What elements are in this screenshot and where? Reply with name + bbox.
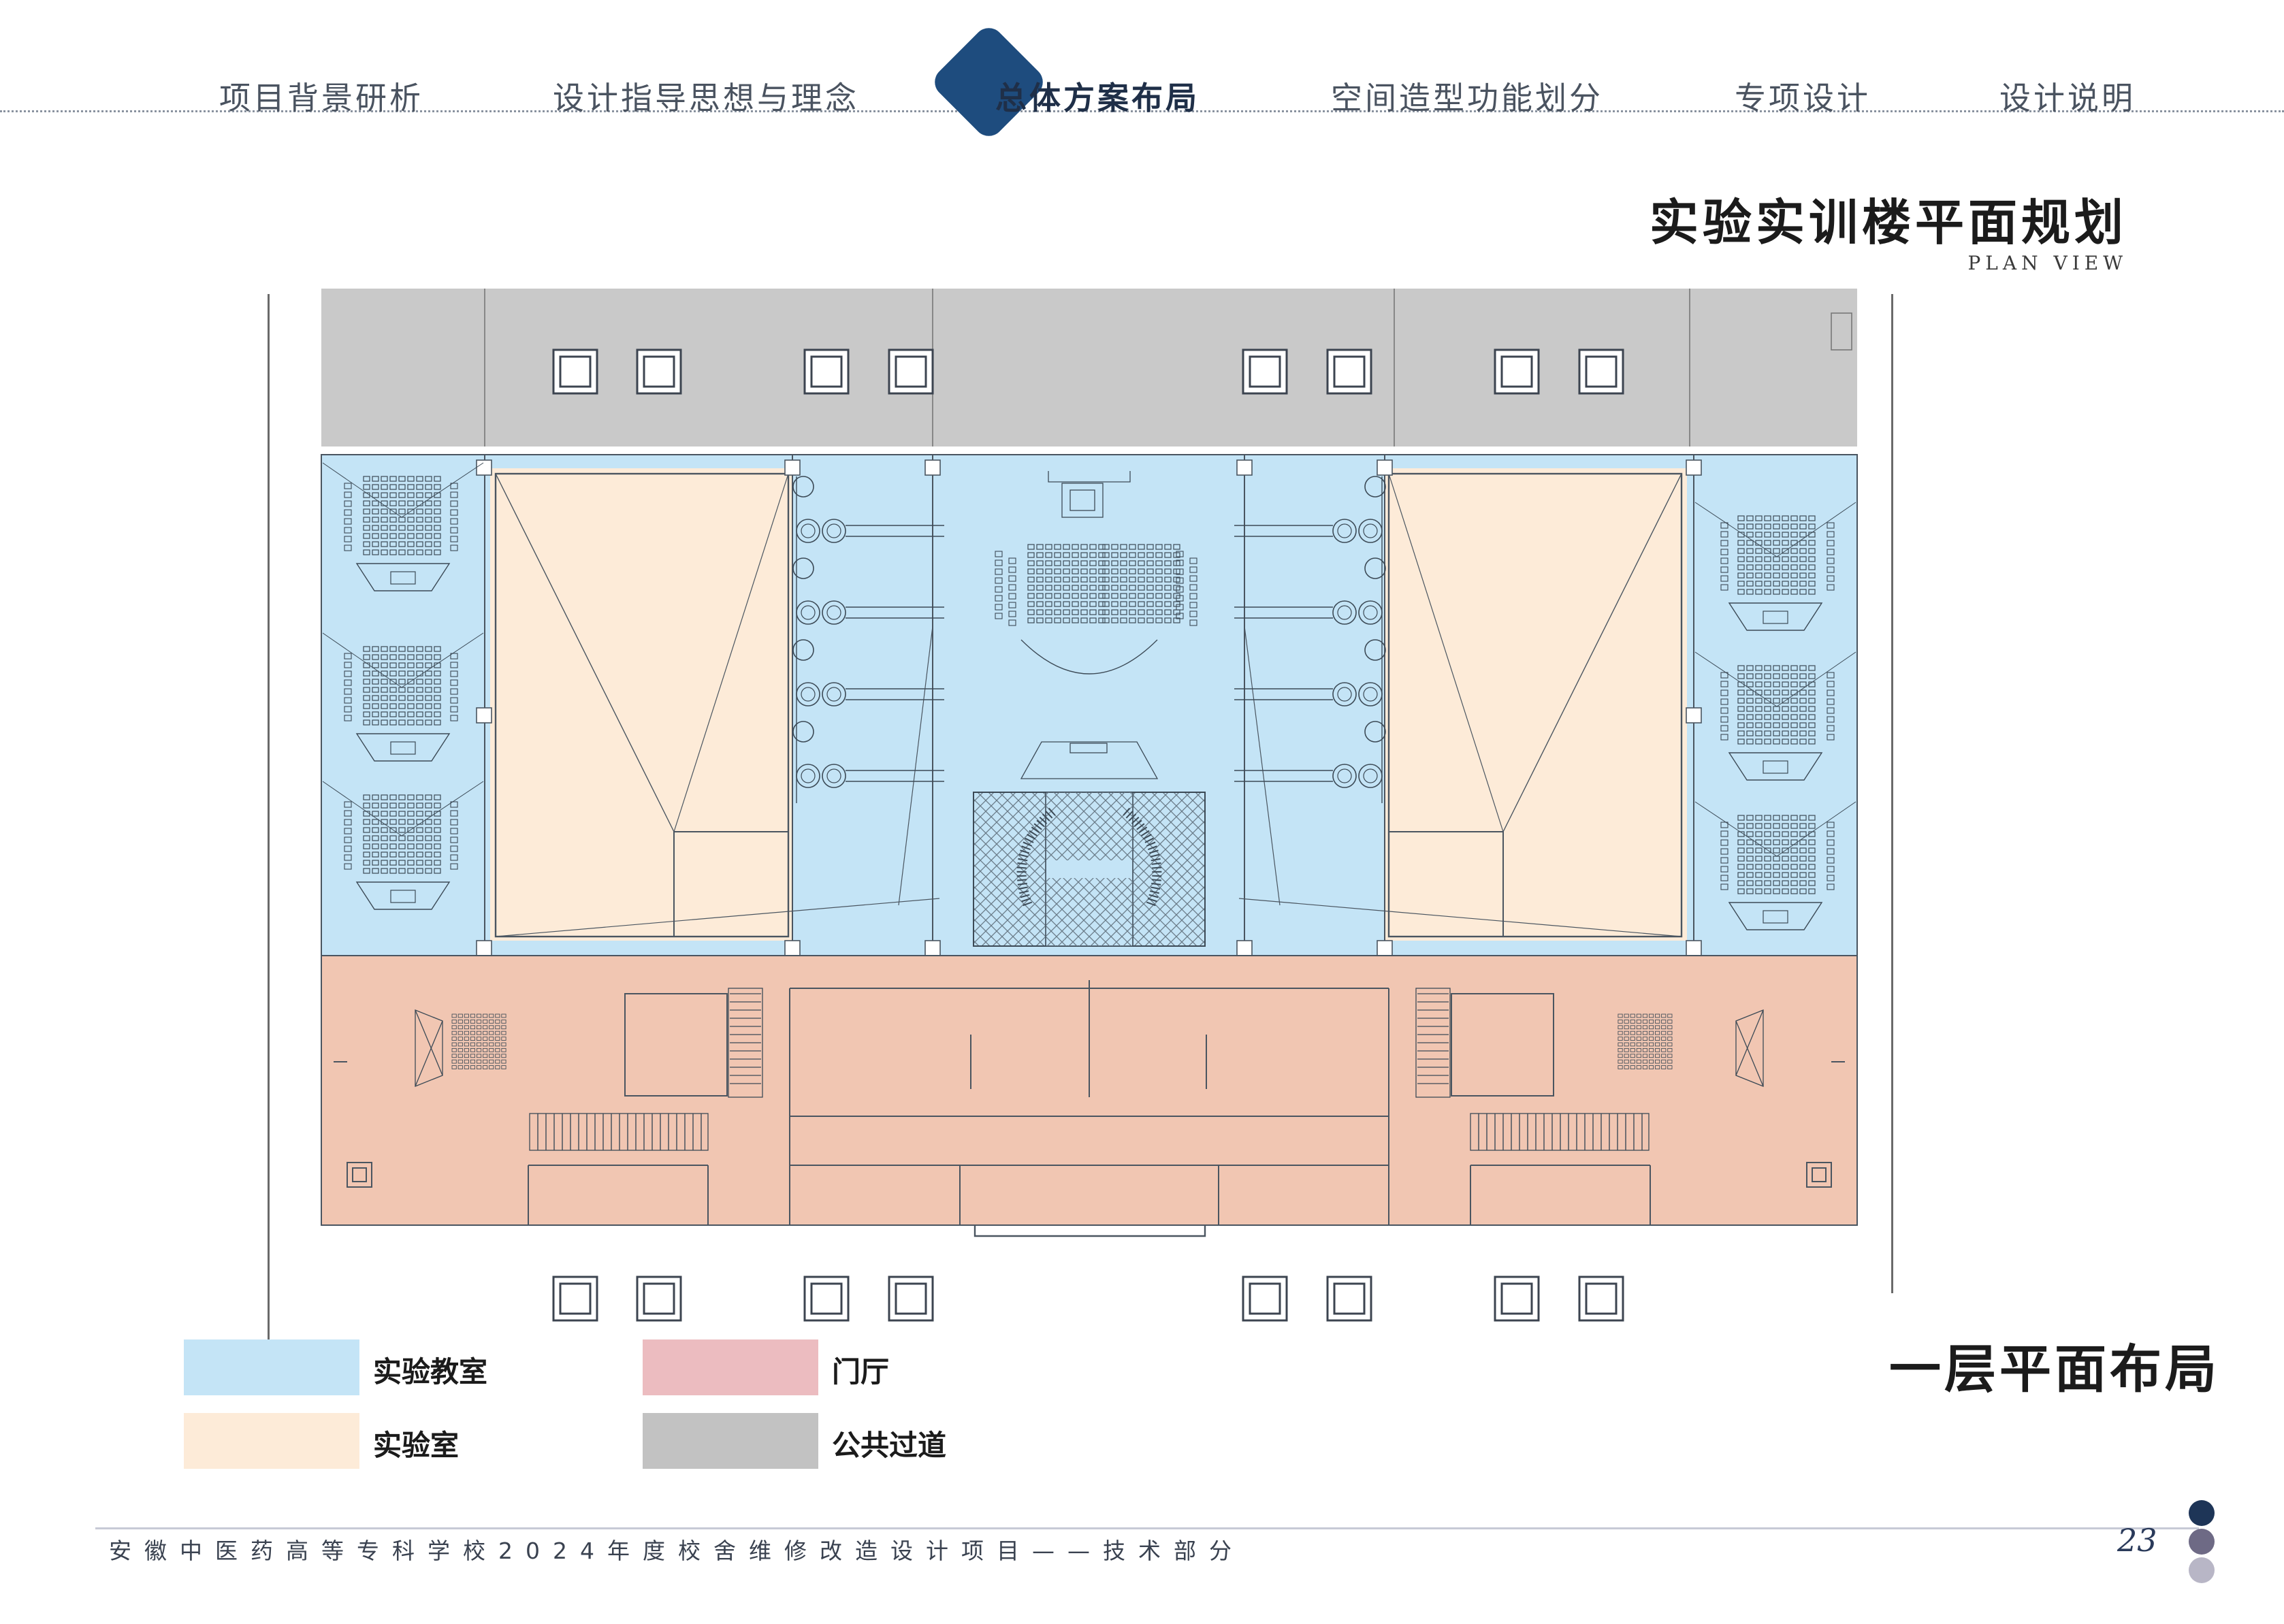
nav-tab-project-background[interactable]: 项目背景研析: [219, 80, 423, 116]
floor-label: 一层平面布局: [1889, 1339, 2220, 1399]
page-number: 23: [2117, 1522, 2157, 1559]
lab-left: [490, 468, 792, 941]
public-corridor-area: [321, 289, 1857, 446]
legend-label-lobby: 门厅: [832, 1355, 890, 1388]
lobby-stairs: [529, 988, 1650, 1151]
nav-divider: [0, 110, 2284, 112]
legend-swatch-lobby: [643, 1339, 818, 1395]
page-dot-2-icon: [2189, 1529, 2215, 1555]
page-subtitle: PLAN VIEW: [1967, 252, 2127, 274]
legend-label-corridor: 公共过道: [832, 1429, 947, 1462]
footer-divider: [95, 1527, 2199, 1529]
entrance-pillars: [552, 1276, 1624, 1322]
legend-swatch-classroom: [184, 1339, 359, 1395]
lobby-small-rooms: [415, 1009, 1764, 1087]
legend-label-classroom: 实验教室: [373, 1355, 488, 1388]
footer-project-title: 安徽中医药高等专科学校2024年度校舍维修改造设计项目——技术部分: [109, 1538, 1244, 1564]
legend-swatch-lab: [184, 1413, 359, 1469]
frame-line-left: [268, 294, 270, 1341]
page-dot-1-icon: [2189, 1500, 2215, 1526]
central-stair-hall: [973, 792, 1206, 947]
page-title: 实验实训楼平面规划: [1649, 193, 2127, 251]
nav-tab-design-notes[interactable]: 设计说明: [1999, 80, 2136, 116]
right-wet-lab-benches: [1234, 476, 1386, 803]
legend-swatch-corridor: [643, 1413, 818, 1469]
frame-line-right: [1891, 294, 1893, 1293]
top-navigation: 项目背景研析 设计指导思想与理念 总体方案布局 空间造型功能划分 专项设计 设计…: [0, 0, 2284, 142]
lab-right: [1385, 468, 1687, 941]
nav-tab-spatial-function[interactable]: 空间造型功能划分: [1331, 80, 1603, 116]
left-wet-lab-benches: [792, 476, 945, 803]
central-auditorium: [995, 471, 1197, 779]
nav-tab-special-design[interactable]: 专项设计: [1735, 80, 1871, 116]
legend-label-lab: 实验室: [373, 1429, 460, 1462]
nav-tab-design-philosophy[interactable]: 设计指导思想与理念: [553, 80, 859, 116]
page-dot-3-icon: [2189, 1557, 2215, 1583]
nav-tab-overall-layout[interactable]: 总体方案布局: [995, 80, 1200, 116]
